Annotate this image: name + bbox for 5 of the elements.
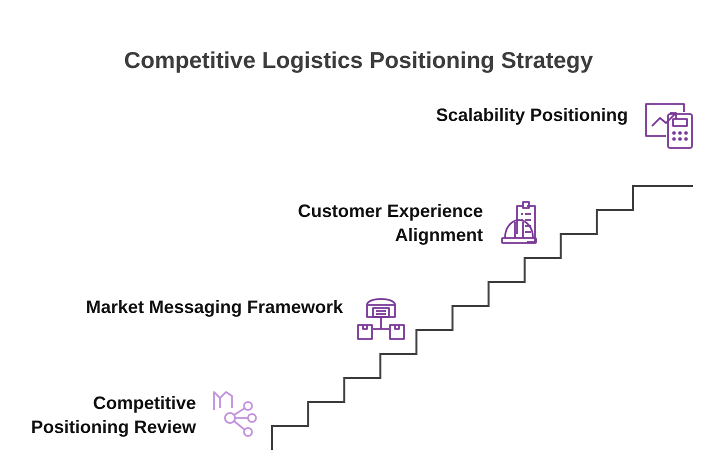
step-label: Customer Experience Alignment (296, 200, 483, 247)
step-label: Scalability Positioning (434, 104, 628, 127)
step-label: Market Messaging Framework (84, 296, 343, 319)
title: Competitive Logistics Positioning Strategy (122, 47, 594, 74)
step-label: Competitive Positioning Review (30, 392, 196, 439)
